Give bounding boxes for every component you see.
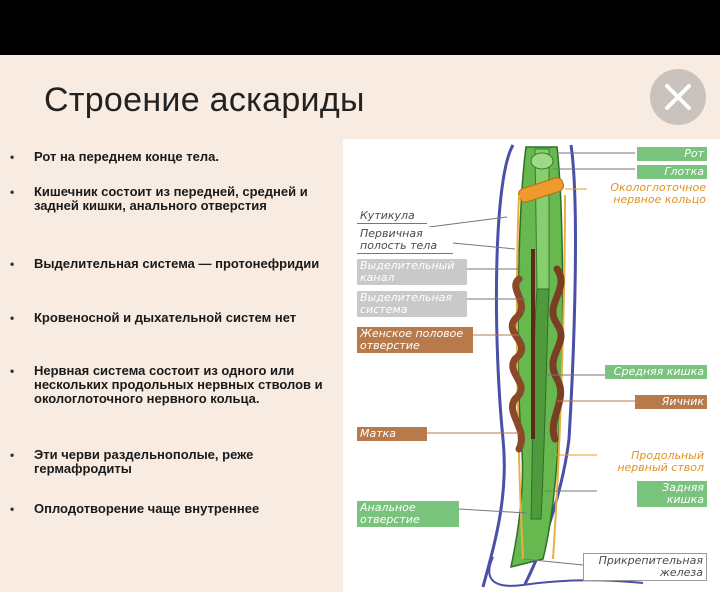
close-x-icon bbox=[665, 84, 691, 110]
ascaris-diagram: Рот Глотка Окологлоточное нервное кольцо… bbox=[343, 139, 720, 592]
bullet-dot: • bbox=[10, 364, 15, 378]
bullet-text: Выделительная система — протонефридии bbox=[34, 256, 320, 271]
label-excretory-system: Выделительная система bbox=[357, 291, 467, 317]
bullet-dot: • bbox=[10, 185, 15, 199]
label-pharynx: Глотка bbox=[637, 165, 707, 179]
label-uterus: Матка bbox=[357, 427, 427, 441]
label-anus: Анальное отверстие bbox=[357, 501, 459, 527]
bullet-dot: • bbox=[10, 502, 15, 516]
bullet-dot: • bbox=[10, 311, 15, 325]
bullet-dot: • bbox=[10, 448, 15, 462]
bullet-text: Эти черви раздельнополые, реже гермафрод… bbox=[34, 447, 254, 476]
label-hindgut: Задняя кишка bbox=[637, 481, 707, 507]
label-cuticle: Кутикула bbox=[357, 209, 427, 224]
label-attachment-gland: Прикрепительная железа bbox=[583, 553, 707, 581]
slide-title: Строение аскариды bbox=[44, 81, 365, 119]
bullet-text: Кровеносной и дыхательной систем нет bbox=[34, 310, 297, 325]
label-excretory-canal: Выделительный канал bbox=[357, 259, 467, 285]
label-female-opening: Женское половое отверстие bbox=[357, 327, 473, 353]
slide: Строение аскариды • Рот на переднем конц… bbox=[0, 55, 720, 592]
bullet-text: Рот на переднем конце тела. bbox=[34, 149, 219, 164]
label-mouth: Рот bbox=[637, 147, 707, 161]
close-button[interactable] bbox=[650, 69, 706, 125]
label-midgut: Средняя кишка bbox=[605, 365, 707, 379]
bullet-dot: • bbox=[10, 150, 15, 164]
label-ovary: Яичник bbox=[635, 395, 707, 409]
ascaris-illustration bbox=[427, 144, 644, 588]
bullet-text: Нервная система состоит из одного или не… bbox=[34, 363, 323, 406]
bullet-text: Оплодотворение чаще внутреннее bbox=[34, 501, 260, 516]
label-nerve-trunk: Продольный нервный ствол bbox=[617, 449, 704, 474]
bullet-dot: • bbox=[10, 257, 15, 271]
label-body-cavity: Первичная полость тела bbox=[357, 227, 453, 254]
label-nerve-ring: Окологлоточное нервное кольцо bbox=[610, 181, 706, 206]
bullet-text: Кишечник состоит из передней, средней и … bbox=[34, 184, 308, 213]
